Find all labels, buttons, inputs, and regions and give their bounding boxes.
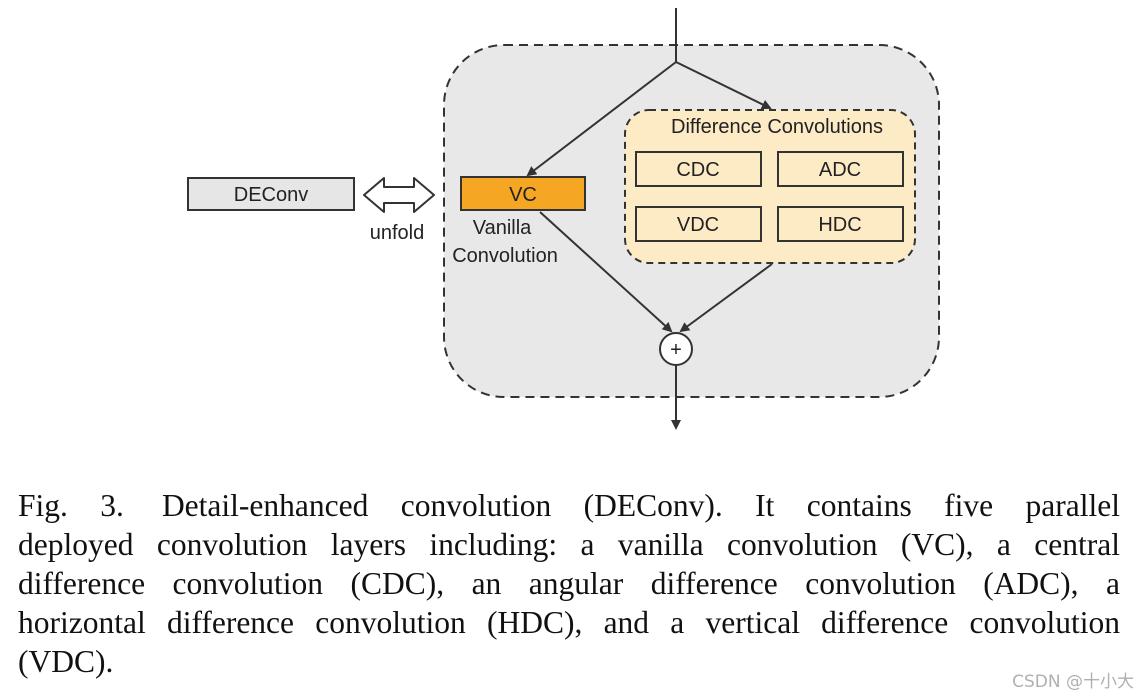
deconv-label: DEConv [234,184,308,206]
caption-line-2: deployed convolution layers including: a… [18,527,1120,562]
arrow-to-diff-group [675,61,772,109]
arrow-vc-to-sum [539,211,673,333]
vdc-label: VDC [677,214,719,236]
hdc-box [777,206,904,242]
deconv-box [187,177,355,211]
caption-line-4: horizontal difference convolution (HDC),… [18,605,1120,640]
cdc-box [635,151,762,187]
deconv-diagram: Difference Convolutions CDC ADC VDC HDC … [187,8,940,430]
unfold-double-arrow [363,177,435,213]
vc-box [460,176,586,211]
adc-label: ADC [819,159,861,181]
vc-label: VC [509,184,537,206]
caption-line-3: difference convolution (CDC), an angular… [18,566,1120,601]
vc-caption-line-1: Vanilla [473,217,532,239]
cdc-label: CDC [676,159,719,181]
vc-caption-line-2: Convolution [452,245,558,267]
caption-line-1: Fig. 3.Detail-enhanced convolution (DECo… [18,488,1120,523]
sum-symbol: + [670,339,682,361]
figure-caption: Fig. 3.Detail-enhanced convolution (DECo… [18,486,1120,681]
csdn-watermark: CSDN @十小大 [1012,672,1134,692]
arrow-to-vc [526,61,677,177]
vdc-box [635,206,762,242]
unfold-label: unfold [370,222,425,244]
figure-label: Fig. 3. [18,488,124,523]
difference-convolutions-title: Difference Convolutions [671,116,883,138]
hdc-label: HDC [818,214,861,236]
adc-box [777,151,904,187]
caption-line-5: (VDC). [18,644,114,679]
arrow-diff-to-sum [679,263,773,333]
